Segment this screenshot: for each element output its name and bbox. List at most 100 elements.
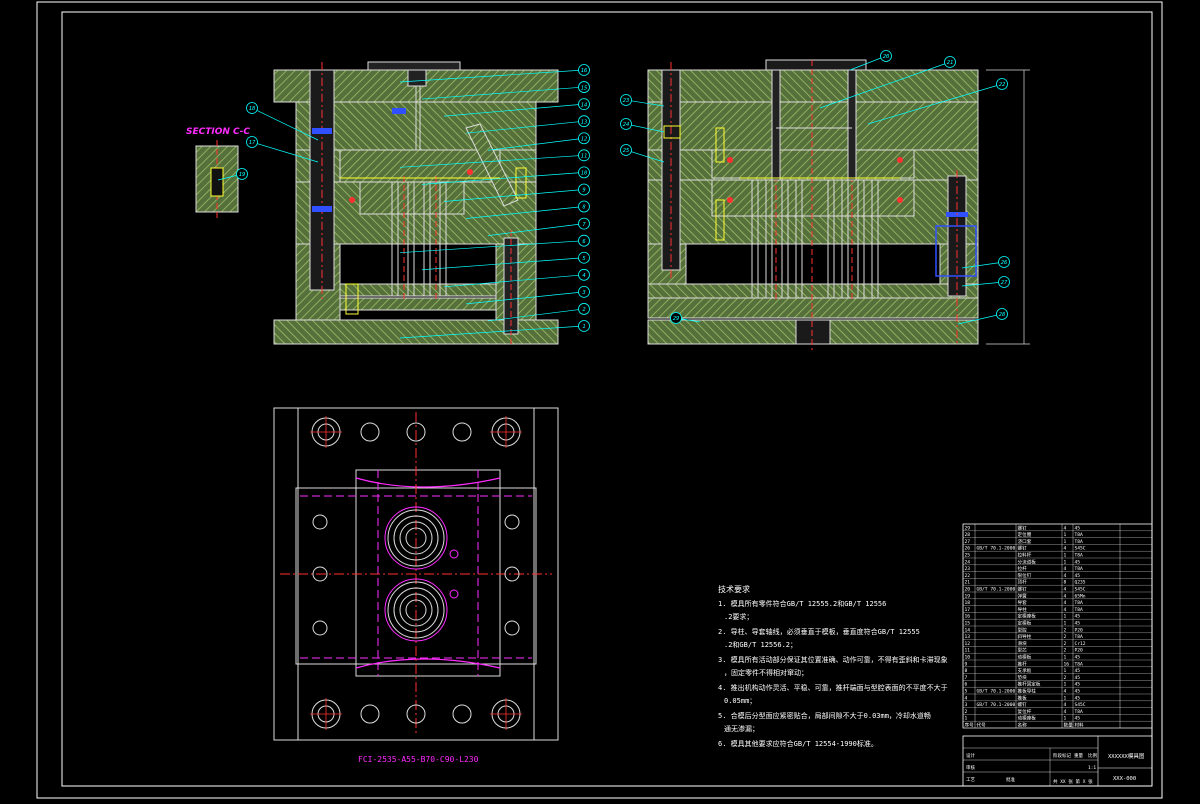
bom-mat: T8A — [1075, 634, 1084, 640]
bom-std: GB/T 70.1-2000 — [977, 587, 1016, 593]
bom-name: 动模座板 — [1018, 715, 1037, 722]
bom-qty: 4 — [1064, 525, 1067, 531]
note-item-1-cont-1: .2要求； — [724, 612, 753, 621]
bom-qty: 4 — [1064, 600, 1067, 606]
bom-qty: 16 — [1064, 661, 1070, 667]
balloon-right-22: 22 — [867, 78, 1008, 125]
mold-base-spec: FCI-2535-A55-B70-C90-L230 — [358, 755, 479, 764]
bom-qty: 1 — [1064, 539, 1067, 545]
bom-mat: T8A — [1075, 600, 1084, 606]
balloon-left-6-label: 6 — [582, 239, 586, 245]
bom-qty: 1 — [1064, 716, 1067, 722]
bom-mat: 45 — [1075, 559, 1081, 565]
bom-name: 定位圈 — [1018, 531, 1032, 538]
bom-mat: S45C — [1075, 546, 1086, 552]
bom-qty: 8 — [1064, 580, 1067, 586]
bom-no: 27 — [965, 539, 971, 545]
bom-mat: Cr12 — [1075, 641, 1086, 647]
bom-qty: 4 — [1064, 566, 1067, 572]
bom-mat: T8A — [1075, 661, 1084, 667]
balloon-left-16: 16 — [399, 64, 590, 83]
bom-qty: 1 — [1064, 614, 1067, 620]
bom-mat: T8A — [1075, 566, 1084, 572]
note-item-6: 6. 模具其他要求应符合GB/T 12554-1990标准。 — [718, 739, 878, 748]
bom-mat: 45 — [1075, 655, 1081, 661]
balloon-right-23-label: 23 — [623, 98, 630, 104]
balloon-left-side-17-label: 17 — [249, 140, 256, 146]
drawing-title: XXXXXX模具图 — [1108, 752, 1145, 760]
bom-qty: 1 — [1064, 553, 1067, 559]
title-stage-mark: 阶段标记 — [1053, 752, 1071, 759]
balloon-left-12: 12 — [487, 132, 590, 151]
note-item-5-cont-1: 通无渗漏； — [724, 724, 759, 733]
balloon-left-3-label: 3 — [581, 290, 585, 296]
bom-mat: T8A — [1075, 539, 1084, 545]
balloon-right-29-label: 29 — [673, 316, 680, 322]
bom-qty: 2 — [1064, 641, 1067, 647]
note-item-4: 4. 推出机构动作灵活、平稳、可靠，推杆端面与型腔表面的不平度不大于 — [718, 683, 948, 692]
balloon-right-23: 23 — [620, 94, 665, 107]
balloon-right-21-label: 21 — [947, 60, 954, 66]
bom-no: 13 — [965, 634, 971, 640]
bom-no: 17 — [965, 607, 971, 613]
balloon-left-2-label: 2 — [582, 307, 586, 313]
title-approve: 批准 — [1006, 776, 1015, 783]
note-item-3-cont-1: ，固定零件不得相对窜动； — [724, 668, 808, 677]
title-sheet: 共 XX 张 第 X 张 — [1053, 778, 1093, 785]
bom-mat: 45 — [1075, 682, 1081, 688]
bom-name: 垫块 — [1018, 674, 1028, 681]
bom-name: 型腔 — [1018, 626, 1028, 633]
note-item-1: 1. 模具所有零件符合GB/T 12555.2和GB/T 12556 — [718, 599, 886, 608]
bom-name: 浇口套 — [1018, 538, 1032, 545]
note-item-2: 2. 导柱、导套轴线，必须垂直于模板，垂直度符合GB/T 12555 — [718, 627, 920, 636]
balloon-left-2: 2 — [487, 303, 590, 322]
balloon-left-4: 4 — [443, 268, 590, 288]
bom-header-row: 序号代号名称数量材料 — [965, 722, 1085, 729]
bom-name: 螺钉 — [1018, 586, 1028, 593]
bom-name: 拉杆 — [1018, 565, 1028, 572]
balloon-left-14-label: 14 — [581, 102, 588, 108]
title-process: 工艺 — [966, 777, 975, 783]
bom-mat: 45 — [1075, 689, 1081, 695]
title-check: 审核 — [966, 764, 975, 771]
outer-border — [36, 1, 1163, 799]
bom-mat: 45 — [1075, 573, 1081, 579]
balloon-left-13-label: 13 — [581, 119, 588, 125]
bom-name: 支承板 — [1018, 667, 1032, 674]
bom-qty: 1 — [1064, 655, 1067, 661]
bom-mat: S45C — [1075, 702, 1086, 708]
balloon-left-7: 7 — [487, 217, 590, 236]
bom-qty: 4 — [1064, 709, 1067, 715]
balloon-left-8-label: 8 — [582, 205, 586, 211]
balloon-right-27: 27 — [961, 276, 1010, 288]
bom-no: 10 — [965, 655, 971, 661]
title-weight: 重量 — [1074, 752, 1083, 759]
bom-mat: S45C — [1075, 587, 1086, 593]
bom-name: 滑块 — [1018, 640, 1028, 647]
balloon-left-3: 3 — [465, 285, 590, 305]
bom-no: 21 — [965, 580, 971, 586]
balloon-right-20: 20 — [849, 50, 892, 71]
bom-mat: Q235 — [1075, 580, 1086, 586]
balloon-left-11-label: 11 — [581, 154, 588, 160]
bom-qty: 1 — [1064, 695, 1067, 701]
balloon-section-19: 19 — [217, 168, 248, 181]
bom-no: 4 — [965, 695, 968, 701]
bom-name: 动模板 — [1018, 654, 1032, 661]
bom-no: 19 — [965, 593, 971, 599]
